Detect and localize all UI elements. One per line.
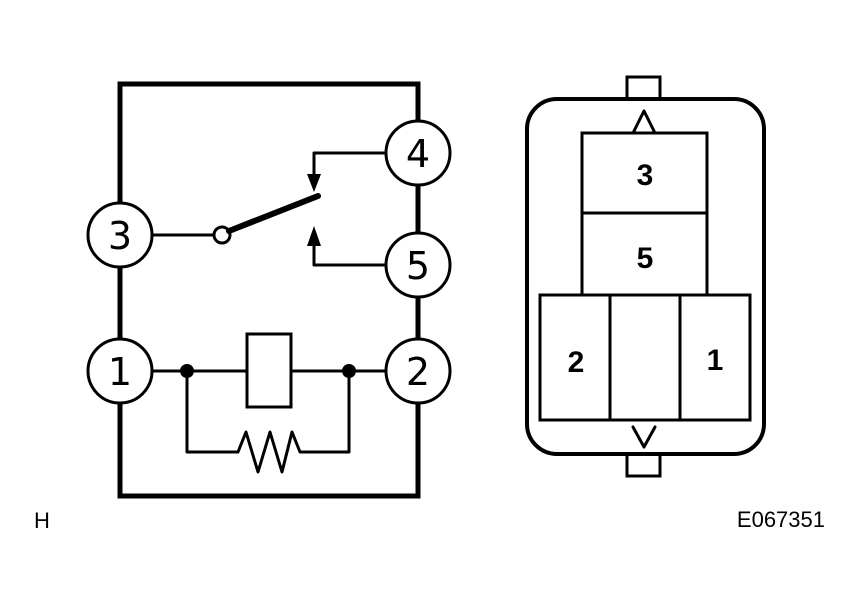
pin-4-label: 4: [406, 132, 430, 176]
pin-3-terminal: 3: [86, 201, 154, 269]
pin5-contact-wire: [312, 240, 388, 267]
coil-circuit: [150, 332, 388, 474]
pin5-contact-arrow: [307, 226, 321, 246]
terminal-2-label: 2: [568, 346, 585, 379]
corner-label-left: H: [34, 508, 50, 533]
pin4-contact-arrow: [307, 174, 321, 192]
switch-arm: [226, 193, 321, 234]
pin-1-label: 1: [108, 350, 132, 394]
pin-5-label: 5: [406, 244, 430, 288]
center-cavity: [608, 293, 682, 422]
coil-symbol: [245, 332, 293, 409]
terminal-2-cavity: [538, 293, 612, 422]
pin-1-terminal: 1: [86, 337, 154, 405]
terminal-1-label: 1: [707, 344, 724, 377]
pin-2-terminal: 2: [384, 337, 452, 405]
bottom-key-arrow: [631, 425, 657, 449]
pin-3-label: 3: [108, 214, 132, 258]
terminal-1-cavity: [678, 293, 752, 422]
terminal-5-cavity: [580, 211, 709, 297]
pin4-contact-wire: [312, 151, 388, 182]
connector-view: 3 5 2 1: [525, 75, 766, 478]
pin-5-terminal: 5: [384, 231, 452, 299]
switch-circuit: [150, 151, 388, 267]
figure-code: E067351: [737, 507, 825, 532]
terminal-3-label: 3: [637, 159, 654, 192]
resistor-symbol: [185, 369, 351, 474]
pin-2-label: 2: [406, 350, 430, 394]
top-key-arrow: [631, 109, 657, 135]
terminal-5-label: 5: [637, 242, 654, 275]
pin-4-terminal: 4: [384, 119, 452, 187]
relay-schematic: 3 1 4 5 2: [86, 81, 452, 499]
